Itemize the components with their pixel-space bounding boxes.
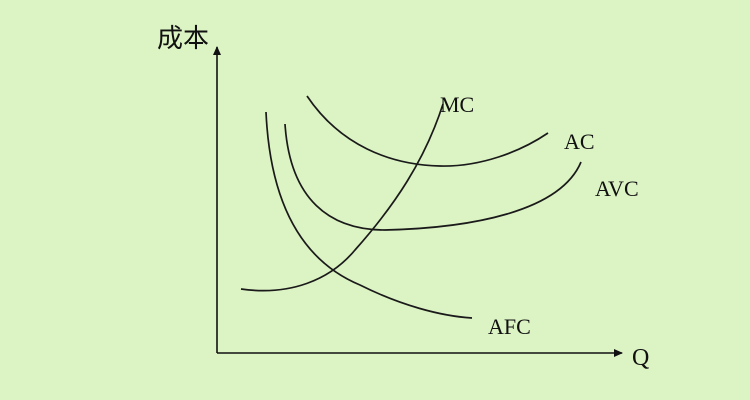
mc-curve — [240, 103, 444, 292]
x-axis-label: Q — [632, 345, 650, 371]
y-axis-label: 成本 — [157, 24, 210, 54]
mc-label: MC — [440, 92, 475, 117]
avc-curve — [284, 123, 582, 231]
avc-label: AVC — [595, 176, 639, 201]
afc-curve — [265, 111, 473, 319]
ac-label: AC — [564, 129, 595, 154]
ac-curve — [306, 95, 549, 167]
afc-label: AFC — [488, 314, 531, 339]
